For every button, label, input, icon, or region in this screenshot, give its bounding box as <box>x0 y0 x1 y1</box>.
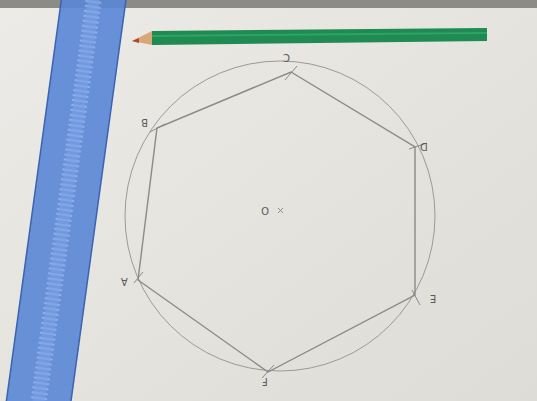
vertex-label: F <box>262 376 268 386</box>
arc-marks <box>134 66 427 378</box>
construction-circle <box>125 61 435 371</box>
vertex-label: D <box>420 141 428 151</box>
hexagon <box>138 72 415 372</box>
vertex-label: B <box>141 117 148 127</box>
vertex-label: C <box>283 52 290 62</box>
vertex-label: A <box>121 276 128 286</box>
centre-cross <box>278 208 283 213</box>
vertex-label: E <box>430 293 436 303</box>
ruler <box>5 0 127 401</box>
pencil <box>132 28 487 45</box>
centre-label: O <box>261 205 269 215</box>
